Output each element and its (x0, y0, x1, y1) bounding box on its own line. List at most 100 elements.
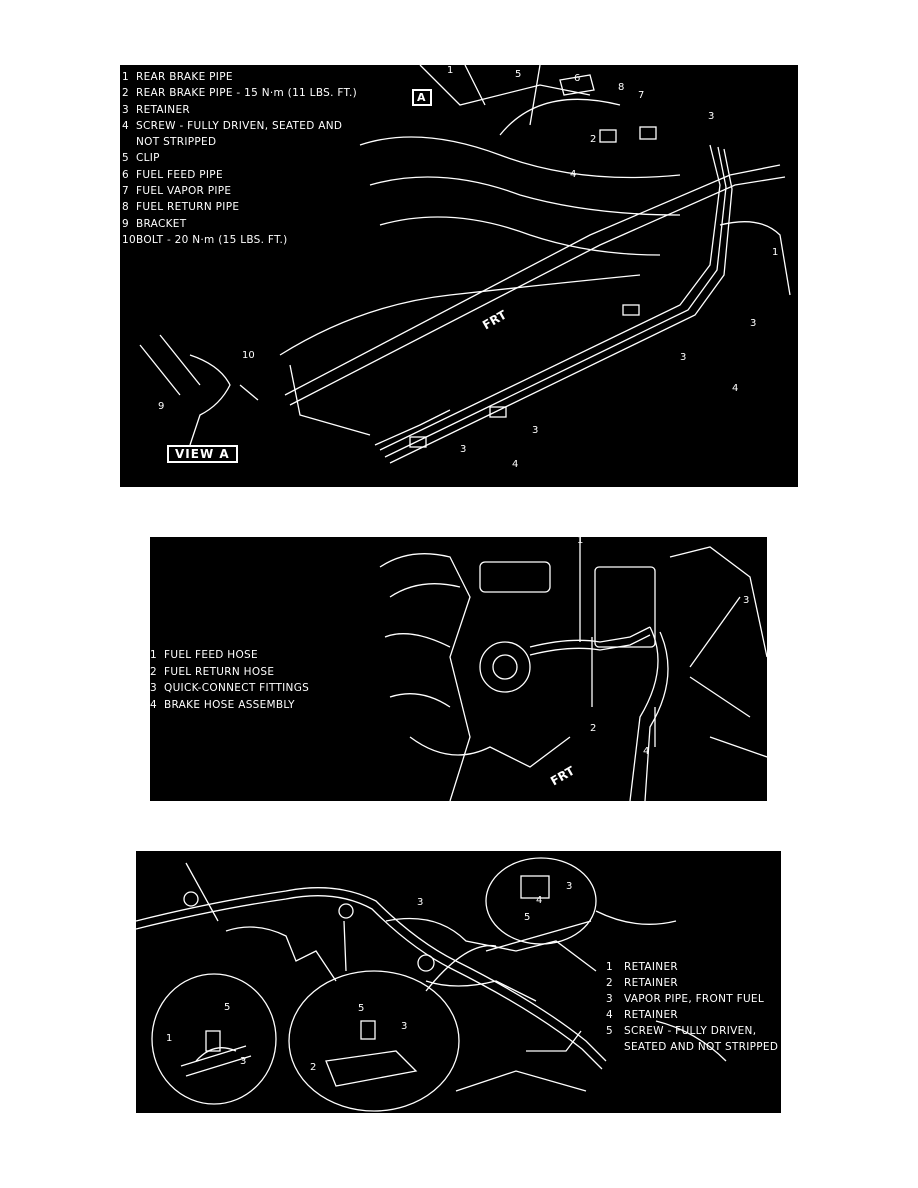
callout: 4 (732, 383, 739, 394)
callout: 9 (158, 401, 165, 412)
figure-1-legend: 1 REAR BRAKE PIPE 2 REAR BRAKE PIPE - 15 N… (122, 69, 357, 248)
legend-item: 1 FUEL FEED HOSE (150, 647, 309, 664)
legend-text: BRAKE HOSE ASSEMBLY (164, 698, 295, 711)
callout: 1 (772, 247, 779, 258)
detail-circle-retainer-4 (485, 857, 597, 945)
legend-num: 1 (606, 961, 613, 973)
callout: 2 (310, 1062, 317, 1073)
legend-item: 3 RETAINER (122, 102, 357, 118)
engine-line-drawing (379, 537, 767, 801)
legend-text: RETAINER (624, 961, 678, 973)
callout: 5 (224, 1002, 231, 1013)
legend-item: 5 CLIP (122, 150, 357, 166)
callout: 3 (743, 595, 750, 606)
callout: 2 (590, 134, 597, 145)
vapor-pipe-line-drawing (136, 857, 727, 1112)
callout: 5 (358, 1003, 365, 1014)
callout: 5 (515, 69, 522, 80)
legend-item: 5 SCREW - FULLY DRIVEN, (606, 1023, 778, 1039)
legend-item: 6 FUEL FEED PIPE (122, 167, 357, 183)
callout: 3 (750, 318, 757, 329)
legend-num: 4 (150, 698, 157, 711)
callout: 3 (417, 897, 424, 908)
legend-item: 9 BRACKET (122, 216, 357, 232)
legend-item: 2 RETAINER (606, 975, 778, 991)
legend-num: 2 (606, 977, 613, 989)
legend-text: CLIP (136, 152, 160, 165)
detail-circle-retainer-1 (151, 973, 277, 1105)
legend-num: 3 (606, 993, 613, 1005)
callout: 4 (643, 746, 650, 757)
legend-text: VAPOR PIPE, FRONT FUEL (624, 993, 765, 1005)
legend-text: FUEL FEED HOSE (164, 649, 258, 661)
figure-2-legend: 1 FUEL FEED HOSE 2 FUEL RETURN HOSE 3 QUICK… (150, 647, 309, 713)
legend-text: RETAINER (136, 103, 190, 116)
callout: 4 (536, 895, 543, 906)
legend-num: 6 (122, 168, 129, 181)
callout: 3 (532, 425, 539, 436)
legend-item: 3 VAPOR PIPE, FRONT FUEL (606, 991, 778, 1007)
legend-text: FUEL RETURN HOSE (164, 665, 275, 678)
underbody-line-drawing (139, 65, 791, 464)
legend-text: BOLT - 20 N·m (15 LBS. FT.) (136, 233, 288, 246)
callout: 3 (708, 111, 715, 122)
legend-num: 2 (150, 665, 157, 678)
legend-num: 3 (150, 682, 157, 694)
legend-num: 9 (122, 217, 129, 230)
legend-text: FUEL RETURN PIPE (136, 201, 240, 214)
view-a-marker: A (412, 89, 432, 106)
detail-circle-retainer-2 (288, 970, 460, 1112)
legend-num: 5 (122, 152, 129, 165)
callout: 3 (566, 881, 573, 892)
callout: 7 (638, 90, 645, 101)
legend-item: 8 FUEL RETURN PIPE (122, 199, 357, 215)
callout: 3 (460, 444, 467, 455)
callout: 3 (240, 1056, 247, 1067)
legend-num: 3 (122, 103, 129, 116)
callout: 3 (401, 1021, 408, 1032)
callout: 2 (590, 723, 597, 734)
callout: 3 (680, 352, 687, 363)
legend-num: 4 (122, 119, 129, 132)
legend-num: 1 (122, 71, 129, 83)
legend-text: FUEL VAPOR PIPE (136, 185, 232, 198)
legend-item: 1 RETAINER (606, 959, 778, 975)
legend-num: 2 (122, 87, 129, 100)
legend-item: 4 BRAKE HOSE ASSEMBLY (150, 697, 309, 714)
legend-item-continued: SEATED AND NOT STRIPPED (624, 1041, 779, 1053)
legend-num: 7 (122, 185, 129, 198)
callout: 1 (577, 537, 584, 546)
legend-text: FUEL FEED PIPE (136, 168, 223, 181)
legend-text: QUICK-CONNECT FITTINGS (164, 682, 310, 694)
legend-num: 10 (122, 233, 136, 246)
legend-item: 4 SCREW - FULLY DRIVEN, SEATED AND (122, 118, 357, 134)
callout: 4 (570, 169, 577, 180)
callout: 1 (447, 65, 454, 76)
callout: 4 (512, 459, 519, 470)
legend-num: 5 (606, 1025, 613, 1037)
legend-item: 2 FUEL RETURN HOSE (150, 664, 309, 681)
legend-text: REAR BRAKE PIPE (136, 71, 233, 83)
view-a-label: VIEW A (167, 445, 238, 463)
legend-text: REAR BRAKE PIPE - 15 N·m (11 LBS. FT.) (136, 87, 358, 100)
legend-item-continued: NOT STRIPPED (136, 136, 217, 149)
legend-text: BRACKET (136, 217, 187, 230)
legend-item: 3 QUICK-CONNECT FITTINGS (150, 680, 309, 697)
callout: 5 (524, 912, 531, 923)
legend-item: 1 REAR BRAKE PIPE (122, 69, 357, 85)
legend-num: 4 (606, 1009, 613, 1021)
legend-text: RETAINER (624, 977, 678, 989)
legend-text: SCREW - FULLY DRIVEN, (624, 1025, 757, 1037)
legend-num: 1 (150, 649, 157, 661)
legend-text: SCREW - FULLY DRIVEN, SEATED AND (136, 119, 343, 132)
callout: 8 (618, 82, 625, 93)
callout: 10 (242, 350, 255, 361)
callout: 6 (574, 73, 581, 84)
legend-num: 8 (122, 201, 129, 214)
